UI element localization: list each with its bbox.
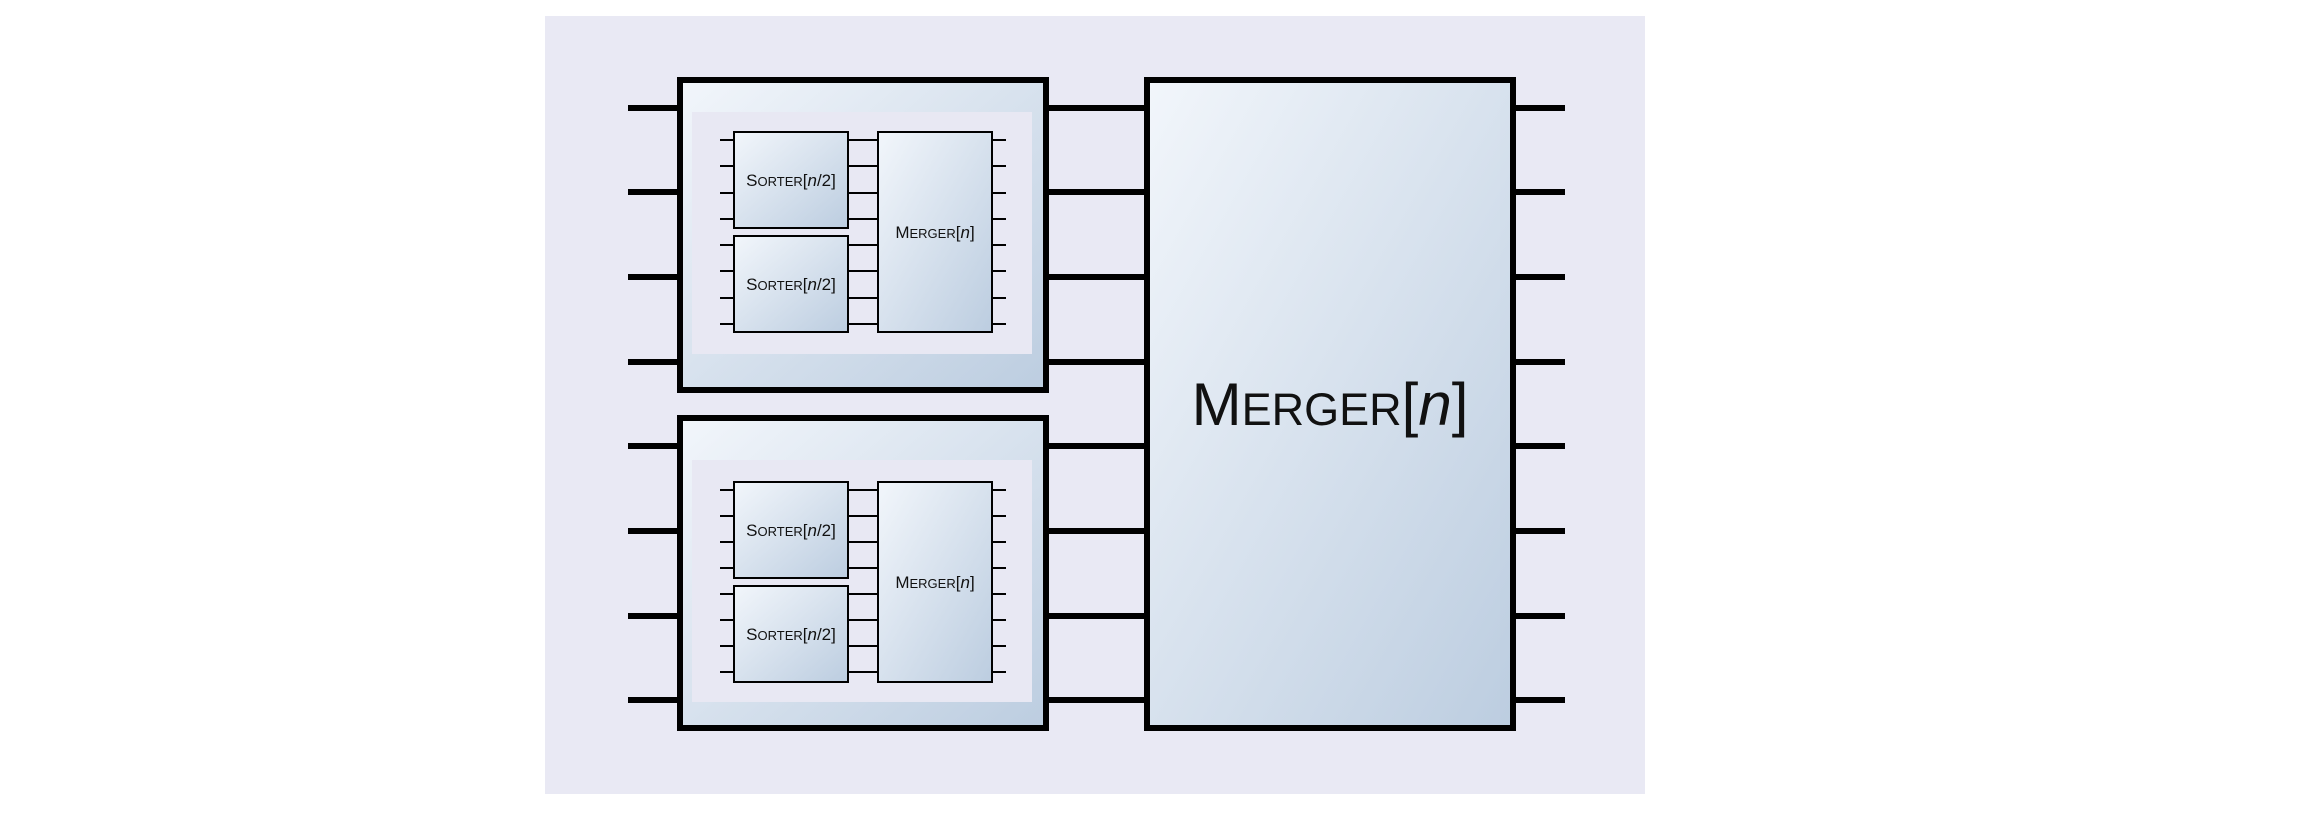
sorter-module-top: SORTER[n/2] SORTER[n/2] MERGER[n] xyxy=(677,77,1049,393)
small-sorter-label: SORTER[n/2] xyxy=(746,625,836,644)
inner-wires xyxy=(720,489,1006,673)
small-sorter-box xyxy=(733,131,849,229)
sorter-module-bottom: SORTER[n/2] SORTER[n/2] MERGER[n] xyxy=(677,415,1049,731)
small-merger-box xyxy=(877,481,993,683)
small-sorter-box xyxy=(733,481,849,579)
small-sorter-label: SORTER[n/2] xyxy=(746,521,836,540)
small-merger-label: MERGER[n] xyxy=(895,223,974,242)
big-merger: MERGER[n] xyxy=(1144,77,1516,731)
small-sorter-label: SORTER[n/2] xyxy=(746,171,836,190)
small-sorter-label: SORTER[n/2] xyxy=(746,275,836,294)
small-sorter-box xyxy=(733,235,849,333)
small-sorter-box xyxy=(733,585,849,683)
small-merger-label: MERGER[n] xyxy=(895,573,974,592)
big-merger-label: MERGER[n] xyxy=(1192,371,1469,438)
inner-wires xyxy=(720,139,1006,325)
big-merger-box xyxy=(1144,77,1516,731)
wires xyxy=(628,105,1565,703)
small-merger-box xyxy=(877,131,993,333)
